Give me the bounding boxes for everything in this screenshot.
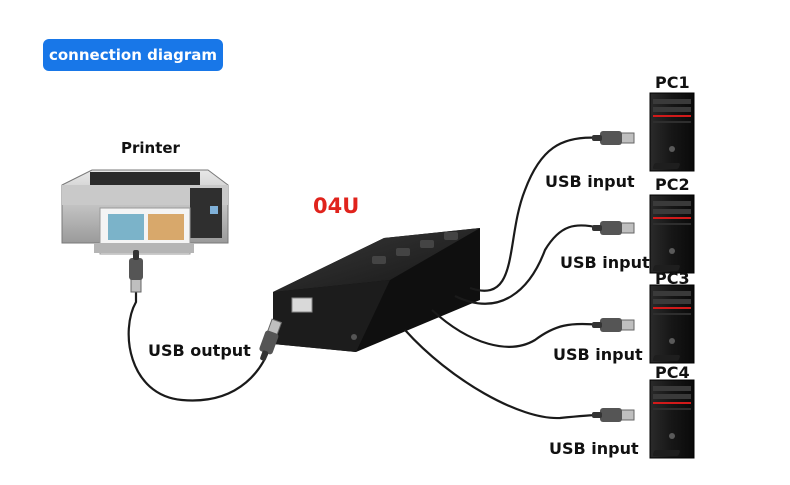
usb-plug-icon — [591, 130, 635, 146]
pc4-label: PC4 — [655, 363, 690, 382]
usb-input-label-pc3: USB input — [553, 345, 643, 364]
usb-plug-icon — [128, 249, 144, 293]
cable-lines — [127, 136, 601, 420]
usb-input-label-pc4: USB input — [549, 439, 639, 458]
pc3-label: PC3 — [655, 269, 690, 288]
diagram-title-badge: connection diagram — [43, 39, 223, 71]
printer-label: Printer — [121, 139, 180, 157]
usb-plug-icon — [591, 407, 635, 423]
usb-input-label-pc1: USB input — [545, 172, 635, 191]
usb-plug-icon — [591, 220, 635, 236]
computer-tower-icon — [649, 92, 695, 172]
usb-switch-box-icon — [273, 228, 480, 352]
computer-tower-icon — [649, 284, 695, 364]
usb-plug-icon — [591, 317, 635, 333]
printer-icon — [61, 169, 229, 255]
pc2-label: PC2 — [655, 175, 690, 194]
computer-tower-icon — [649, 379, 695, 459]
pc1-label: PC1 — [655, 73, 690, 92]
computer-tower-icon — [649, 194, 695, 274]
usb-input-label-pc2: USB input — [560, 253, 650, 272]
switch-model-label: 04U — [313, 194, 360, 218]
usb-output-label: USB output — [148, 341, 251, 360]
